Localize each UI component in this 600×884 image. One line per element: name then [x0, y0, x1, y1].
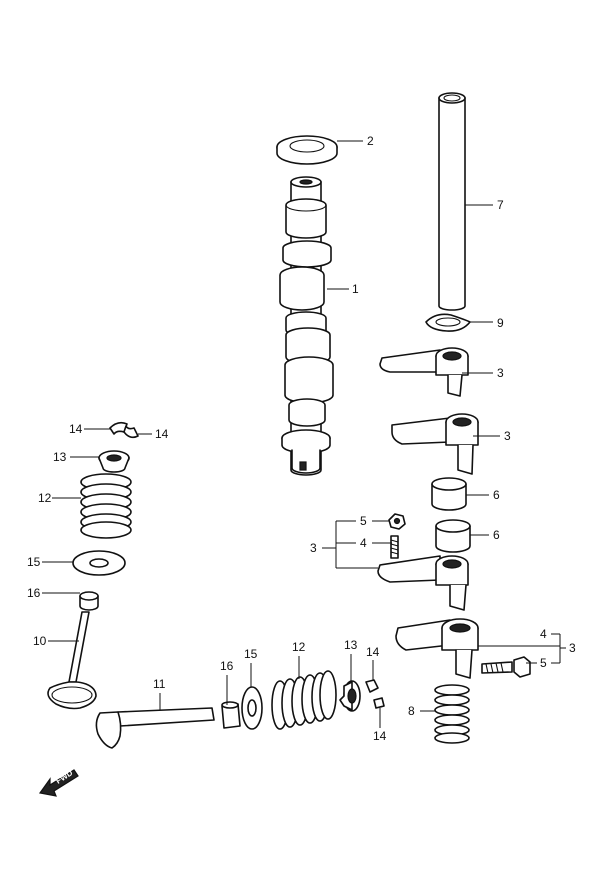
rocker-arm-upper-2 [391, 413, 479, 475]
callout-10: 10 [33, 634, 47, 648]
rocker-bushing-2 [435, 519, 471, 553]
callout-6-upper: 6 [493, 488, 500, 502]
camshaft-seal [276, 135, 338, 165]
callout-1: 1 [352, 282, 359, 296]
callout-4-upper: 4 [360, 536, 367, 550]
stem-seal-left [79, 591, 99, 611]
adjusting-nut-upper [388, 513, 406, 530]
callout-14-lower-b: 14 [373, 729, 387, 743]
callout-14-left-a: 14 [69, 422, 83, 436]
rocker-arm-lower-1 [377, 555, 469, 611]
rocker-spring [434, 684, 470, 744]
callout-5-upper: 5 [360, 514, 367, 528]
valve-lower [95, 707, 215, 749]
callout-6-lower: 6 [493, 528, 500, 542]
valve-cotter-lower-a [365, 679, 379, 693]
callout-9: 9 [497, 316, 504, 330]
callout-3-left-group: 3 [310, 541, 317, 555]
callout-13-left: 13 [53, 450, 67, 464]
callout-4-lower: 4 [540, 627, 547, 641]
callout-13-lower: 13 [344, 638, 358, 652]
callout-15-lower: 15 [244, 647, 258, 661]
camshaft [279, 176, 334, 476]
valve-left [47, 611, 97, 710]
rocker-arm-upper-1 [379, 347, 469, 397]
callout-labels: 2 1 7 9 3 3 6 6 5 4 3 4 5 3 8 14 14 13 1… [27, 134, 576, 743]
oil-pipe [438, 92, 466, 311]
spring-seat-lower [241, 686, 263, 730]
valve-spring-lower [271, 670, 337, 730]
callout-7: 7 [497, 198, 504, 212]
callout-2: 2 [367, 134, 374, 148]
pipe-o-ring [425, 313, 471, 332]
callout-3-second: 3 [504, 429, 511, 443]
callout-11: 11 [153, 677, 166, 691]
adjusting-screw-lower [481, 661, 513, 674]
stem-seal-lower [221, 701, 241, 729]
forward-direction-marker: FWD [38, 768, 79, 797]
callout-16-left: 16 [27, 586, 41, 600]
callout-14-left-b: 14 [155, 427, 169, 441]
callout-12-left: 12 [38, 491, 52, 505]
valve-spring-left [80, 473, 132, 539]
callout-8: 8 [408, 704, 415, 718]
valve-cotter-lower-b [373, 697, 385, 709]
callout-16-lower: 16 [220, 659, 234, 673]
callout-14-lower-a: 14 [366, 645, 380, 659]
callout-5-lower: 5 [540, 656, 547, 670]
rocker-arm-lower-2 [395, 618, 479, 679]
rocker-bushing-1 [431, 477, 467, 511]
callout-3-upper: 3 [497, 366, 504, 380]
spring-seat-left [72, 550, 126, 576]
callout-12-lower: 12 [292, 640, 306, 654]
adjusting-screw-upper [390, 535, 399, 559]
callout-15-left: 15 [27, 555, 41, 569]
callout-3-right-group: 3 [569, 641, 576, 655]
valve-cotter-left-b [123, 425, 139, 439]
leader-lines [42, 140, 566, 728]
adjusting-nut-lower [513, 656, 531, 678]
valve-retainer-left [98, 450, 130, 473]
valve-retainer-lower [339, 680, 361, 712]
